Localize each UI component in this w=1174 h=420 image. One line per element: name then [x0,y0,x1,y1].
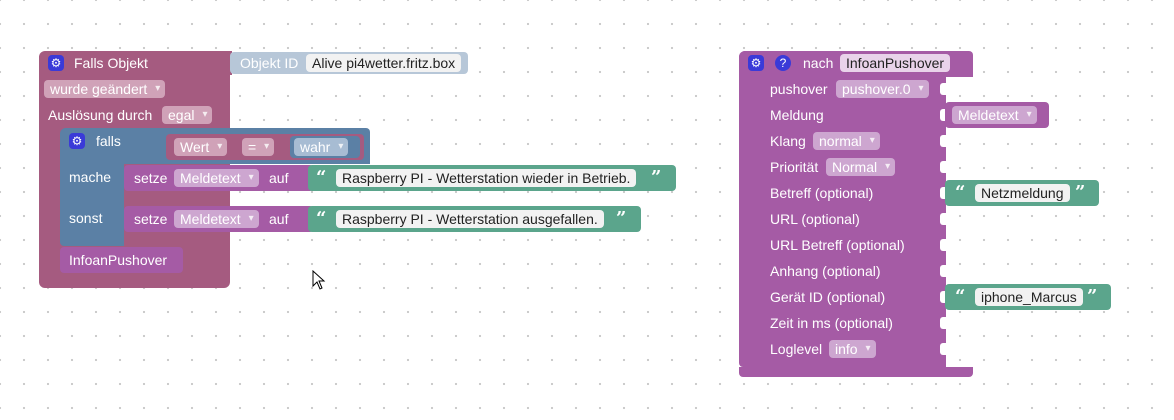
param-label: URL Betreff (optional) [770,237,905,253]
gear-icon[interactable]: ⚙ [748,55,764,71]
param-dropdown[interactable]: normal [813,132,880,150]
param-dropdown[interactable]: Normal [826,158,896,176]
mouse-cursor-icon [312,270,326,290]
auf-label: auf [269,211,289,227]
quote-close-icon: ” [616,208,627,229]
falls-label: falls [96,133,121,149]
param-input-socket[interactable] [940,213,946,225]
param-label: pushover [770,81,828,97]
gear-icon[interactable]: ⚙ [48,55,64,71]
compare-left-dropdown[interactable]: Wert [174,138,228,156]
event-title: Falls Objekt [74,55,148,71]
text-field[interactable]: Raspberry PI - Wetterstation wieder in B… [336,169,637,187]
object-id-label: Objekt ID [240,55,299,71]
param-label: Betreff (optional) [770,185,874,201]
param-input-socket[interactable] [940,109,946,121]
compare-right-dropdown[interactable]: wahr [294,138,349,156]
setze-label: setze [134,211,168,227]
trigger-dropdown[interactable]: wurde geändert [44,80,166,98]
variable-dropdown[interactable]: Meldetext [174,210,259,228]
param-label: Loglevel [770,341,823,357]
param-input-socket[interactable] [940,265,946,277]
quote-open-icon: “ [316,208,327,229]
auf-label: auf [269,170,289,186]
param-dropdown[interactable]: pushover.0 [836,80,929,98]
event-block-header-extension [224,51,232,75]
param-label: Meldung [770,107,824,123]
param-input-socket[interactable] [940,239,946,251]
object-id-field[interactable]: Alive pi4wetter.fritz.box [306,54,462,72]
quote-close-icon: ” [1087,286,1098,307]
quote-open-icon: “ [955,182,966,203]
param-label: Klang [770,133,806,149]
ausloesung-label: Auslösung durch [48,107,153,123]
param-label: Anhang (optional) [770,263,881,279]
param-input-socket[interactable] [940,317,946,329]
function-name-field[interactable]: InfoanPushover [840,54,951,72]
quote-close-icon: ” [1075,182,1086,203]
param-label: URL (optional) [770,211,860,227]
mache-label: mache [69,169,112,185]
text-field[interactable]: Raspberry PI - Wetterstation ausgefallen… [336,210,604,228]
param-input-socket[interactable] [940,291,946,303]
function-footer [739,367,973,377]
quote-open-icon: “ [316,167,327,188]
param-label: Zeit in ms (optional) [770,315,893,331]
param-label: Gerät ID (optional) [770,289,886,305]
param-label: Priorität [770,159,819,175]
function-call-label: InfoanPushover [69,252,168,268]
param-dropdown[interactable]: info [829,340,876,358]
param-input-socket[interactable] [940,83,946,95]
param-input-socket[interactable] [940,343,946,355]
gear-icon[interactable]: ⚙ [69,133,85,149]
nach-label: nach [803,55,834,71]
param-input-socket[interactable] [940,161,946,173]
setze-label: setze [134,170,168,186]
function-body[interactable] [739,51,946,367]
function-call-block[interactable] [60,247,183,273]
param-input-socket[interactable] [940,187,946,199]
text-field[interactable]: iphone_Marcus [975,288,1083,306]
text-field[interactable]: Netzmeldung [975,184,1070,202]
help-icon[interactable]: ? [775,55,791,71]
param-input-socket[interactable] [940,135,946,147]
variable-dropdown[interactable]: Meldetext [174,169,259,187]
ausloesung-dropdown[interactable]: egal [162,106,213,124]
sonst-label: sonst [69,210,103,226]
quote-close-icon: ” [651,167,662,188]
compare-operator-dropdown[interactable]: = [242,138,275,156]
variable-dropdown[interactable]: Meldetext [952,106,1037,124]
quote-open-icon: “ [955,286,966,307]
